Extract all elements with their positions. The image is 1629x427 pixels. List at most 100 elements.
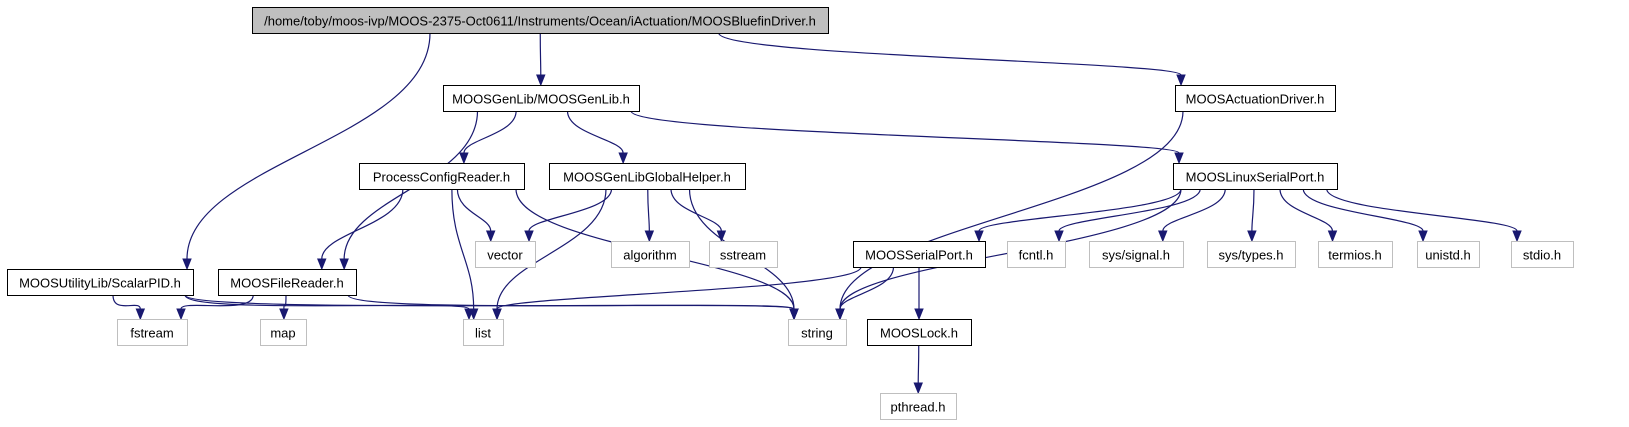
nodes-layer: /home/toby/moos-ivp/MOOS-2375-Oct0611/In… — [7, 7, 1574, 420]
edge-actdrv-to-string — [839, 110, 1184, 310]
edge-arrowhead — [1054, 230, 1064, 243]
node-label: stdio.h — [1523, 248, 1561, 263]
edge-arrowhead — [459, 152, 469, 165]
edge — [835, 266, 895, 321]
node-label: MOOSActuationDriver.h — [1186, 92, 1325, 107]
edge — [524, 188, 613, 243]
node-box — [1089, 241, 1184, 268]
node-box — [1007, 241, 1066, 268]
node-termios-h: termios.h — [1318, 241, 1393, 268]
node-mooserialport-h[interactable]: MOOSSerialPort.h — [853, 241, 986, 268]
edge-root-to-actdrv — [718, 32, 1182, 76]
node-box — [252, 7, 829, 34]
node-label: ProcessConfigReader.h — [373, 170, 510, 185]
node-box — [359, 163, 525, 190]
edge-arrowhead — [974, 230, 984, 243]
node-label: MOOSSerialPort.h — [865, 248, 973, 263]
node-label: map — [270, 326, 295, 341]
edge — [536, 32, 546, 87]
node-sys-types-h: sys/types.h — [1207, 241, 1296, 268]
node-fcntl-h: fcntl.h — [1007, 241, 1066, 268]
node-box — [1207, 241, 1296, 268]
node-moosbluefindriver-h[interactable]: /home/toby/moos-ivp/MOOS-2375-Oct0611/In… — [252, 7, 829, 34]
node-moosgenlibglobalhelper-h[interactable]: MOOSGenLibGlobalHelper.h — [549, 163, 746, 190]
edge — [1302, 188, 1428, 243]
node-box — [1175, 85, 1336, 112]
edge-lsp-to-fcntl — [1058, 188, 1201, 232]
edge-arrowhead — [789, 308, 799, 321]
edge-root-to-genlib — [539, 32, 542, 76]
edge-lsp-to-msp — [978, 188, 1182, 232]
edge-pid-to-fstream — [112, 294, 141, 310]
edge-arrowhead — [536, 74, 546, 87]
edge — [1054, 188, 1201, 243]
node-moosactuationdriver-h[interactable]: MOOSActuationDriver.h — [1175, 85, 1336, 112]
edge-arrowhead — [1327, 230, 1338, 243]
node-label: MOOSUtilityLib/ScalarPID.h — [19, 276, 181, 291]
edge-arrowhead — [913, 382, 923, 395]
node-stdio-h: stdio.h — [1511, 241, 1574, 268]
edge — [1247, 188, 1257, 243]
edge — [279, 294, 289, 321]
edge — [459, 110, 517, 165]
edge-lsp-to-unistd — [1302, 188, 1424, 232]
edge-mfr-to-map — [283, 294, 287, 310]
edge-pcr-to-vector — [456, 188, 492, 232]
edge-arrowhead — [492, 308, 502, 321]
edge-mfr-to-string — [347, 294, 795, 310]
node-mooslock-h[interactable]: MOOSLock.h — [867, 319, 972, 346]
node-label: MOOSLock.h — [880, 326, 958, 341]
node-box — [463, 319, 504, 346]
edge-glh-to-list — [496, 188, 607, 310]
edge — [492, 266, 862, 321]
node-box — [7, 269, 194, 296]
node-box — [218, 269, 357, 296]
edge-arrowhead — [914, 308, 924, 321]
edge-arrowhead — [485, 230, 496, 243]
node-box — [611, 241, 690, 268]
node-label: sys/types.h — [1218, 248, 1283, 263]
node-mooslinuxserialport-h[interactable]: MOOSLinuxSerialPort.h — [1173, 163, 1338, 190]
edge — [182, 32, 431, 271]
node-label: /home/toby/moos-ivp/MOOS-2375-Oct0611/In… — [264, 14, 816, 29]
edge — [644, 188, 655, 243]
edge — [913, 344, 923, 395]
node-processconfigreader-h[interactable]: ProcessConfigReader.h — [359, 163, 525, 190]
edge — [974, 188, 1182, 243]
edge — [566, 110, 628, 165]
edge-arrowhead — [618, 152, 628, 165]
edge — [1279, 188, 1338, 243]
edge-lsp-to-stdio — [1326, 188, 1518, 232]
node-label: fstream — [130, 326, 173, 341]
edge-glh-to-sstream — [670, 188, 722, 232]
edge-arrowhead — [644, 230, 655, 243]
node-label: sstream — [720, 248, 766, 263]
node-moosfilereader-h[interactable]: MOOSFileReader.h — [218, 269, 357, 296]
node-box — [1173, 163, 1338, 190]
node-vector: vector — [475, 241, 536, 268]
edge-arrowhead — [182, 258, 192, 271]
edge — [184, 294, 799, 321]
edge-pid-to-list — [184, 294, 470, 310]
node-label: vector — [487, 248, 523, 263]
edge — [176, 294, 254, 321]
edge — [184, 294, 474, 321]
node-sys-signal-h: sys/signal.h — [1089, 241, 1184, 268]
edge — [1158, 188, 1226, 243]
node-moosgenlib-h[interactable]: MOOSGenLib/MOOSGenLib.h — [443, 85, 640, 112]
node-box — [1318, 241, 1393, 268]
edge — [1326, 188, 1522, 243]
edge-arrowhead — [1512, 230, 1522, 243]
edge-arrowhead — [135, 308, 146, 321]
edge-arrowhead — [1247, 230, 1257, 243]
edge-root-to-pid — [186, 32, 431, 260]
edge-arrowhead — [464, 308, 474, 321]
edge-glh-to-algorithm — [647, 188, 650, 232]
node-label: unistd.h — [1425, 248, 1471, 263]
node-label: pthread.h — [891, 400, 946, 415]
edge-arrowhead — [339, 258, 349, 271]
edge-arrowhead — [1176, 74, 1186, 87]
node-box — [1511, 241, 1574, 268]
node-box — [549, 163, 746, 190]
node-scalarpid-h[interactable]: MOOSUtilityLib/ScalarPID.h — [7, 269, 194, 296]
